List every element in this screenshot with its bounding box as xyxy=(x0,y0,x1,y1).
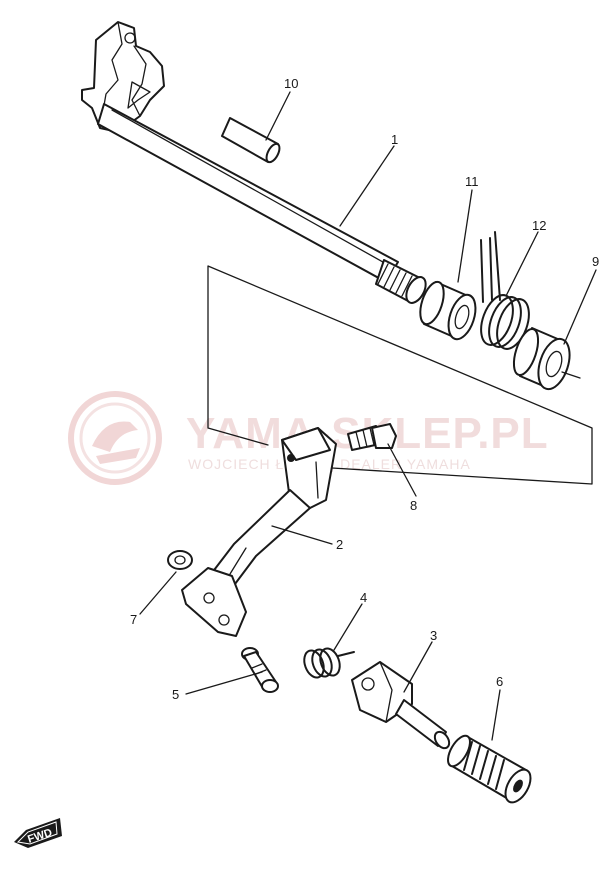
bolt xyxy=(347,423,397,451)
part-label-12: 12 xyxy=(532,218,546,233)
assembly-bracket-outline xyxy=(207,265,593,485)
part-label-4: 4 xyxy=(360,590,367,605)
leader-line-5 xyxy=(185,671,263,695)
part-label-5: 5 xyxy=(172,687,179,702)
part-label-8: 8 xyxy=(410,498,417,513)
leader-line-2 xyxy=(271,525,333,545)
part-label-2: 2 xyxy=(336,537,343,552)
return-spring xyxy=(303,647,355,679)
part-label-3: 3 xyxy=(430,628,437,643)
pivot-bolt xyxy=(241,647,279,693)
leader-line-1 xyxy=(339,145,395,227)
part-label-10: 10 xyxy=(284,76,298,91)
watermark-logo-icon xyxy=(68,391,162,485)
leader-lines xyxy=(139,91,597,741)
part-label-9: 9 xyxy=(592,254,599,269)
leader-line-7 xyxy=(139,571,177,615)
part-labels: 10 1 11 12 9 8 2 7 5 4 3 6 xyxy=(130,76,599,702)
part-label-11: 11 xyxy=(465,174,479,189)
leader-line-9 xyxy=(563,269,597,345)
leader-line-11 xyxy=(457,189,473,283)
part-label-7: 7 xyxy=(130,612,137,627)
part-label-6: 6 xyxy=(496,674,503,689)
leader-line-3 xyxy=(403,641,433,693)
leader-line-6 xyxy=(491,689,501,741)
leader-line-12 xyxy=(505,231,539,297)
oil-seal xyxy=(512,327,581,391)
part-label-1: 1 xyxy=(391,132,398,147)
shift-arm xyxy=(181,427,337,637)
dowel-pin xyxy=(221,117,281,164)
leader-line-8 xyxy=(387,443,417,497)
pedal-rubber xyxy=(447,734,532,804)
pedal-arm xyxy=(351,661,451,750)
leader-line-10 xyxy=(265,91,291,141)
forward-direction-badge: FWD xyxy=(14,818,62,848)
bushing xyxy=(419,280,477,341)
shift-shaft xyxy=(81,21,427,304)
leader-line-4 xyxy=(333,603,363,651)
washer xyxy=(167,550,193,570)
torsion-spring xyxy=(480,231,530,350)
